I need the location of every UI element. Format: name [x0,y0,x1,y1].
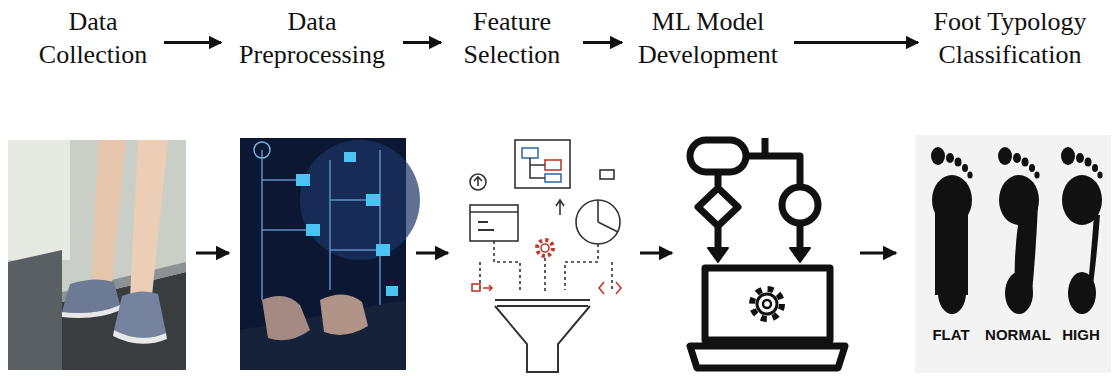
small-arrow [483,285,492,291]
stage-heading: Data Preprocessing [227,6,397,71]
window-block [545,160,561,170]
normal-arch [1015,205,1038,293]
photo-ground [8,140,186,370]
upload-arrow [474,177,482,186]
stage-title: Data Collection [28,6,158,71]
code-window [470,205,518,241]
picture-arrow [196,252,229,255]
hand [262,296,310,340]
stage-heading: Data Collection [28,6,158,71]
decision-diamond [698,188,738,226]
shoe-sole [113,330,167,344]
flat-arch [935,200,968,295]
window-tree [530,158,545,178]
foot-shape [931,147,973,314]
laptop-base [690,346,845,368]
flow-box [306,224,320,236]
small-box [472,284,480,291]
treadmill-rail [8,250,62,370]
dashed-links [480,241,612,292]
picture-arrow [416,252,448,255]
flow-arrow [708,248,728,262]
flat-foot [931,147,973,314]
flow-line [718,223,800,250]
panel-ground [915,135,1111,373]
start-terminal [690,140,746,172]
stage-heading: ML Model Development [628,6,788,71]
ml-model-icon [690,138,845,368]
note-icon [600,170,614,179]
flow-box [376,244,390,256]
laptop-screen [705,268,830,340]
feature-selection-icon [470,140,621,372]
flow-box [296,174,310,186]
picture-arrows [196,252,896,255]
stage-heading: Foot Typology Classification [924,6,1096,71]
flow-arrow [794,41,918,44]
leg [130,140,168,298]
funnel [495,300,590,372]
foot-shape [998,147,1040,314]
treadmill-photo [8,140,186,370]
gear-hub [763,300,771,308]
flow-arrow [790,248,810,262]
flow-box [344,152,356,162]
pie-slice [598,200,618,232]
hand [320,294,368,334]
shoe-sole [62,305,121,318]
foot-shape [1061,147,1103,314]
flow-box [386,286,398,296]
process-circle [782,187,818,223]
pie-chart [576,200,620,244]
high-foot [1061,147,1103,314]
stage-title: Feature Selection [447,6,577,71]
window-block [545,174,561,182]
flow-arrow [583,41,622,44]
stage-heading: Feature Selection [447,6,577,71]
window-icon [515,140,570,188]
foot-typology-panel [915,135,1111,373]
normal-foot [998,147,1040,314]
code-window-bar [470,211,518,213]
shoe [62,279,120,313]
ring-icon [254,142,270,158]
code-brackets [599,282,621,294]
gear-teeth [537,240,553,256]
flow-arrow [403,41,441,44]
stage-title: Foot Typology Classification [924,6,1096,71]
flow-line [762,138,769,156]
preprocessing-photo [240,138,420,370]
stage-title: Data Preprocessing [227,6,397,71]
flow-line [746,156,800,186]
picture-arrow [640,252,672,255]
foot-type-label: NORMAL [985,326,1051,343]
gear-ring [757,294,777,314]
flow-box [366,194,380,206]
stage-title: ML Model Development [628,6,788,71]
flow-arrow [164,41,221,44]
gear-teeth [752,289,782,319]
high-arch [1088,215,1100,285]
picture-arrow [860,252,896,255]
window-block [522,148,538,158]
window-light [8,140,70,260]
flow-line [715,172,722,186]
sort-arrow [556,200,564,215]
upload-icon [470,174,486,190]
foot-type-label: FLAT [932,326,969,343]
leg [92,140,126,286]
code-lines [478,222,494,230]
foot-type-label: HIGH [1062,326,1100,343]
shoe [114,291,166,337]
gear-hub [541,244,549,252]
